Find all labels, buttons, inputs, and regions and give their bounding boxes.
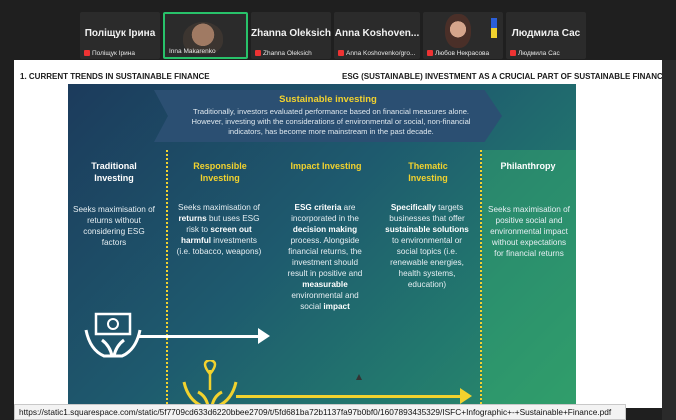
- column-title-impact: Impact Investing: [290, 161, 362, 171]
- participant-caption-text: Zhanna Oleksich: [263, 50, 312, 57]
- mouse-cursor: [356, 374, 362, 380]
- arrow-white: [138, 335, 260, 338]
- participant-caption: Anna Koshovenko/gro...: [338, 50, 418, 57]
- participant-caption: Inna Makarenko: [169, 48, 244, 55]
- participant-caption: Любов Некрасова: [427, 50, 501, 57]
- column-body-thematic: Specifically targets businesses that off…: [385, 203, 469, 289]
- scrollbar[interactable]: [662, 60, 676, 420]
- mic-muted-icon: [255, 50, 261, 56]
- divider: [166, 150, 168, 408]
- column-title-traditional: Traditional Investing: [91, 161, 137, 183]
- column-body-traditional: Seeks maximisation of returns without co…: [73, 205, 155, 247]
- arrow-yellow-head: [460, 388, 472, 404]
- mic-muted-icon: [84, 50, 90, 56]
- column-title-thematic: Thematic Investing: [408, 161, 448, 183]
- participant-caption-text: Поліщук Ірина: [92, 50, 135, 57]
- arrow-white-head: [258, 328, 270, 344]
- participant-strip: Поліщук Ірина Поліщук Ірина Inna Makaren…: [0, 0, 676, 60]
- participant-tile-active[interactable]: Inna Makarenko: [163, 12, 248, 59]
- arrow-yellow: [236, 395, 462, 398]
- participant-tile-6[interactable]: Людмила Сас Людмила Сас: [506, 12, 586, 59]
- column-body-impact: ESG criteria are incorporated in the dec…: [287, 203, 363, 311]
- participant-caption: Поліщук Ірина: [84, 50, 158, 57]
- participant-name: Поліщук Ірина: [84, 28, 156, 39]
- participant-caption-text: Inna Makarenko: [169, 48, 216, 55]
- mic-muted-icon: [338, 50, 344, 56]
- shared-slide: 1. CURRENT TRENDS IN SUSTAINABLE FINANCE…: [14, 60, 668, 408]
- participant-name: Anna Koshoven...: [334, 28, 420, 39]
- participant-tile-5[interactable]: Любов Некрасова: [423, 12, 503, 59]
- participant-video: [445, 14, 471, 48]
- mic-muted-icon: [427, 50, 433, 56]
- infographic-panel: Sustainable investing Traditionally, inv…: [68, 84, 576, 408]
- mic-muted-icon: [510, 50, 516, 56]
- participant-tile-3[interactable]: Zhanna Oleksich Zhanna Oleksich: [251, 12, 331, 59]
- slide-left-heading: 1. CURRENT TRENDS IN SUSTAINABLE FINANCE: [20, 72, 210, 81]
- column-title-philanthropy: Philanthropy: [500, 161, 556, 171]
- sustainable-investing-banner: Sustainable investing Traditionally, inv…: [154, 90, 502, 142]
- participant-caption: Людмила Сас: [510, 50, 584, 57]
- plant-hands-icon: [182, 360, 238, 408]
- participant-tile-4[interactable]: Anna Koshoven... Anna Koshovenko/gro...: [334, 12, 420, 59]
- philanthropy-highlight: [482, 150, 576, 408]
- status-url: https://static1.squarespace.com/static/5…: [19, 407, 612, 417]
- status-url-bar: https://static1.squarespace.com/static/5…: [14, 404, 626, 420]
- participant-name: Zhanna Oleksich: [251, 28, 331, 39]
- participant-tile-1[interactable]: Поліщук Ірина Поліщук Ірина: [80, 12, 160, 59]
- participant-caption: Zhanna Oleksich: [255, 50, 329, 57]
- banner-text: Traditionally, investors evaluated perfo…: [191, 107, 471, 136]
- divider: [480, 150, 482, 408]
- banner-title: Sustainable investing: [279, 94, 377, 105]
- flag-icon: [491, 18, 497, 38]
- participant-caption-text: Любов Некрасова: [435, 50, 490, 57]
- participant-video: [183, 22, 223, 54]
- slide-right-heading: ESG (SUSTAINABLE) INVESTMENT AS A CRUCIA…: [342, 72, 669, 81]
- participant-caption-text: Людмила Сас: [518, 50, 560, 57]
- column-title-responsible: Responsible Investing: [193, 161, 247, 183]
- column-body-philanthropy: Seeks maximisation of positive social an…: [488, 205, 570, 258]
- participant-caption-text: Anna Koshovenko/gro...: [346, 50, 416, 57]
- column-body-responsible: Seeks maximisation of returns but uses E…: [176, 203, 262, 256]
- money-hands-icon: [84, 312, 142, 358]
- participant-name: Людмила Сас: [511, 28, 581, 39]
